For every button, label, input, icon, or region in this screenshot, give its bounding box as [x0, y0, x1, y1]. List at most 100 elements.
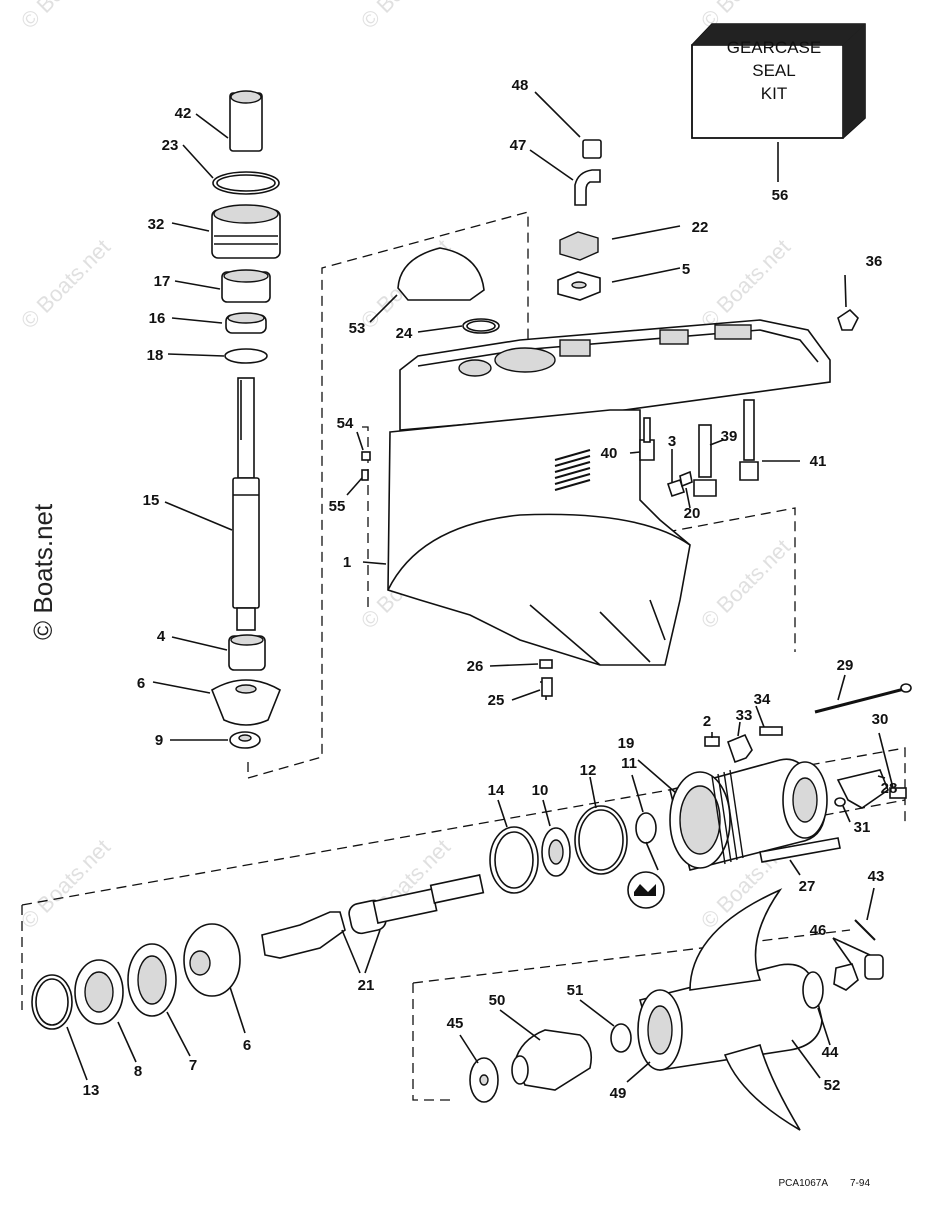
callout-11: 11	[621, 755, 637, 772]
part-1-gearcase-body	[387, 409, 691, 666]
part-24-ring	[462, 318, 500, 334]
part-2-screw	[704, 736, 720, 747]
callout-46: 46	[810, 922, 827, 939]
fasteners	[361, 399, 759, 700]
callout-29: 29	[837, 657, 854, 674]
callout-20: 20	[684, 505, 701, 522]
callout-15: 15	[143, 492, 160, 509]
gearcase-seal-kit-box: GEARCASE SEAL KIT	[691, 23, 866, 182]
part-6-pinion-gear	[211, 679, 281, 726]
callout-26: 26	[467, 658, 484, 675]
watermark-large: © Boats.net	[28, 503, 58, 640]
callout-23: 23	[162, 137, 179, 154]
callout-32: 32	[148, 216, 165, 233]
watermark: © Boats.net	[696, 234, 795, 333]
callout-8: 8	[134, 1063, 142, 1080]
part-46-spline	[864, 954, 884, 980]
callout-25: 25	[488, 692, 505, 709]
callout-14: 14	[488, 782, 505, 799]
callout-9: 9	[155, 732, 163, 749]
part-36-plug	[837, 308, 859, 331]
callout-48: 48	[512, 77, 529, 94]
part-20-pin	[679, 470, 693, 488]
callout-labels: 56 42 23 32 17 16 18 15 4 6 9 48 47 22 5…	[83, 77, 898, 1102]
part-25-screw	[541, 677, 553, 697]
driveshaft-assembly	[211, 90, 281, 749]
part-22-plate	[559, 231, 599, 261]
part-23-ring	[212, 171, 280, 195]
callout-24: 24	[396, 325, 413, 342]
part-39-bolt	[698, 424, 712, 478]
part-54-screw	[361, 451, 371, 461]
footer: PCA1067A 7-94	[779, 1178, 871, 1189]
callout-55: 55	[329, 498, 346, 515]
callout-2: 2	[703, 713, 711, 730]
callout-17: 17	[154, 273, 171, 290]
propeller-blade-lower	[723, 1044, 801, 1131]
callout-39: 39	[721, 428, 738, 445]
callout-30: 30	[872, 711, 889, 728]
callout-36: 36	[866, 253, 883, 270]
callout-19: 19	[618, 735, 635, 752]
callout-50: 50	[489, 992, 506, 1009]
callout-12: 12	[580, 762, 597, 779]
callout-45: 45	[447, 1015, 464, 1032]
callout-34: 34	[754, 691, 771, 708]
callout-27: 27	[799, 878, 816, 895]
callout-41: 41	[810, 453, 827, 470]
part-14-ring	[489, 826, 539, 894]
watermark: © Boats.net	[356, 0, 455, 34]
bearing-carrier-group	[669, 683, 912, 871]
part-28-bracket	[836, 769, 889, 809]
part-34-screw	[759, 726, 783, 736]
callout-5: 5	[682, 261, 690, 278]
part-55-screw	[361, 469, 369, 481]
part-6-forward-gear	[183, 923, 241, 997]
gearcase-housing	[387, 319, 831, 666]
watermark: © Boats.net	[16, 834, 115, 933]
callout-44: 44	[822, 1044, 839, 1061]
callout-33: 33	[736, 707, 753, 724]
callout-21: 21	[358, 977, 375, 994]
callout-10: 10	[532, 782, 549, 799]
part-47-tube	[574, 169, 601, 206]
callout-22: 22	[692, 219, 709, 236]
part-12-ring	[574, 805, 628, 875]
callout-52: 52	[824, 1077, 841, 1094]
callout-4: 4	[157, 628, 166, 645]
callout-53: 53	[349, 320, 366, 337]
water-pump-parts	[397, 139, 859, 334]
part-27-rod	[759, 837, 841, 863]
callout-42: 42	[175, 105, 192, 122]
part-51-spacer	[610, 1023, 632, 1053]
callout-6a: 6	[137, 675, 145, 692]
part-50-hub	[514, 1029, 593, 1091]
part-21-propshaft	[261, 911, 346, 959]
propeller-blade-upper	[689, 888, 783, 991]
kit-label-line1: GEARCASE	[727, 38, 821, 57]
part-33-clip	[726, 733, 753, 764]
part-41-bolt	[743, 399, 755, 461]
footer-code: PCA1067A	[779, 1178, 829, 1189]
part-46-nut	[833, 963, 859, 991]
part-43-cotter-pin	[854, 919, 876, 941]
callout-43: 43	[868, 868, 885, 885]
callout-6b: 6	[243, 1037, 251, 1054]
part-18-ring	[224, 348, 268, 364]
callout-54: 54	[337, 415, 354, 432]
callout-47: 47	[510, 137, 527, 154]
watermark: © Boats.net	[16, 0, 115, 34]
propeller-group	[469, 888, 884, 1131]
part-26-washer	[539, 659, 553, 669]
footer-date: 7-94	[850, 1178, 870, 1189]
part-44-washer	[802, 971, 824, 1009]
callout-40: 40	[601, 445, 618, 462]
propshaft-assembly	[31, 874, 485, 1030]
callout-7: 7	[189, 1057, 197, 1074]
callout-1: 1	[343, 554, 351, 571]
kit-label-line3: KIT	[761, 84, 787, 103]
callout-28: 28	[881, 780, 898, 797]
watermark: © Boats.net	[696, 534, 795, 633]
